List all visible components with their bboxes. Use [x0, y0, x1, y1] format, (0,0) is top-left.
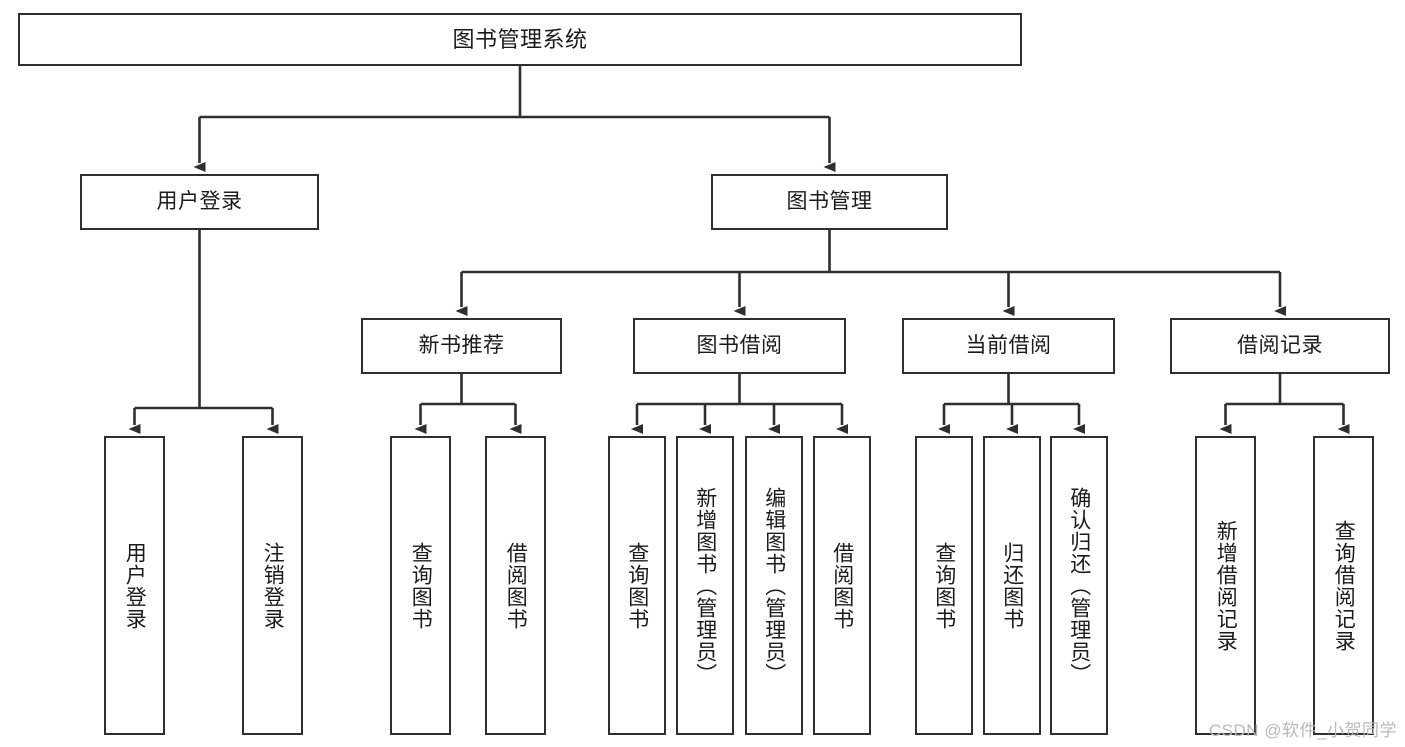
node-leaf-confirm-return-admin[interactable]: 确认归还（管理员）: [1050, 436, 1108, 735]
node-borrow-record[interactable]: 借阅记录: [1170, 318, 1390, 374]
node-leaf-query-book-3[interactable]: 查询图书: [915, 436, 973, 735]
node-leaf-user-login-label: 用户登录: [123, 541, 147, 630]
node-book-management[interactable]: 图书管理: [711, 174, 948, 230]
node-leaf-add-borrow-record-label: 新增借阅记录: [1214, 519, 1238, 652]
node-leaf-query-borrow-record[interactable]: 查询借阅记录: [1313, 436, 1374, 735]
node-leaf-return-book-label: 归还图书: [1000, 541, 1024, 630]
node-leaf-edit-book-admin[interactable]: 编辑图书（管理员）: [745, 436, 803, 735]
node-leaf-add-book-admin-label: 新增图书（管理员）: [693, 486, 717, 685]
node-book-borrow-label: 图书借阅: [696, 333, 783, 357]
node-root-label: 图书管理系统: [452, 26, 588, 52]
node-leaf-query-book-2-label: 查询图书: [625, 541, 649, 630]
node-current-borrow-label: 当前借阅: [965, 333, 1052, 357]
node-new-book-recommend-label: 新书推荐: [418, 333, 505, 357]
node-leaf-borrow-book-1[interactable]: 借阅图书: [485, 436, 546, 735]
node-leaf-user-login[interactable]: 用户登录: [104, 436, 165, 735]
node-leaf-query-book-1-label: 查询图书: [409, 541, 433, 630]
node-leaf-query-borrow-record-label: 查询借阅记录: [1332, 519, 1356, 652]
node-borrow-record-label: 借阅记录: [1237, 333, 1323, 357]
node-leaf-user-logout-label: 注销登录: [261, 541, 285, 630]
node-user-login-label: 用户登录: [156, 189, 243, 213]
node-leaf-add-borrow-record[interactable]: 新增借阅记录: [1195, 436, 1256, 735]
node-leaf-edit-book-admin-label: 编辑图书（管理员）: [762, 486, 786, 685]
node-leaf-confirm-return-admin-label: 确认归还（管理员）: [1067, 486, 1091, 685]
node-leaf-borrow-book-2-label: 借阅图书: [830, 541, 854, 630]
node-new-book-recommend[interactable]: 新书推荐: [361, 318, 562, 374]
node-leaf-borrow-book-1-label: 借阅图书: [504, 541, 528, 630]
node-current-borrow[interactable]: 当前借阅: [902, 318, 1115, 374]
node-leaf-query-book-3-label: 查询图书: [932, 541, 956, 630]
node-user-login[interactable]: 用户登录: [80, 174, 319, 230]
node-leaf-user-logout[interactable]: 注销登录: [242, 436, 303, 735]
node-leaf-query-book-1[interactable]: 查询图书: [390, 436, 451, 735]
node-leaf-query-book-2[interactable]: 查询图书: [608, 436, 666, 735]
node-root[interactable]: 图书管理系统: [18, 13, 1022, 66]
watermark: CSDN @软件_小贺同学: [1208, 721, 1397, 740]
node-book-management-label: 图书管理: [786, 189, 873, 213]
node-leaf-borrow-book-2[interactable]: 借阅图书: [813, 436, 871, 735]
node-book-borrow[interactable]: 图书借阅: [633, 318, 846, 374]
node-leaf-add-book-admin[interactable]: 新增图书（管理员）: [676, 436, 734, 735]
node-leaf-return-book[interactable]: 归还图书: [983, 436, 1041, 735]
